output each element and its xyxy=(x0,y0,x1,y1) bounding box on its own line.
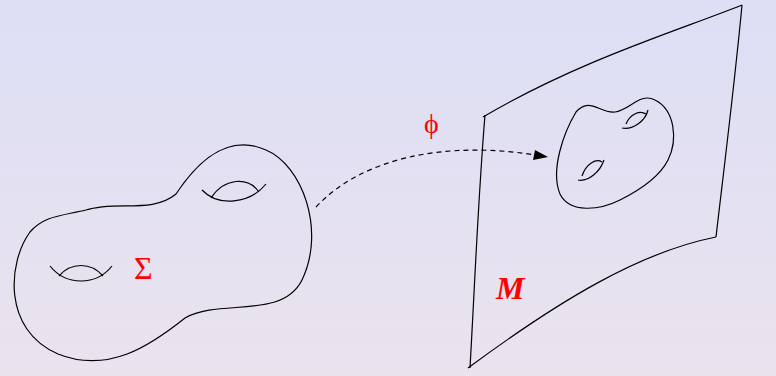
image-surface xyxy=(557,98,674,208)
manifold-symbol: M xyxy=(496,272,524,304)
genus-two-surface xyxy=(14,145,312,361)
surface-hole xyxy=(211,181,259,198)
arrow-head xyxy=(533,150,548,160)
surface-hole xyxy=(626,112,646,124)
map-arrow xyxy=(316,150,536,207)
manifold-sheet-edge xyxy=(470,115,485,368)
manifold-sheet-edge xyxy=(483,5,742,117)
surface-hole xyxy=(582,161,602,176)
surface-hole xyxy=(622,110,648,128)
map-symbol: ϕ xyxy=(424,110,439,138)
manifold-sheet-edge xyxy=(468,237,716,368)
surface-symbol: Σ xyxy=(134,252,153,284)
manifold-sheet-edge xyxy=(716,5,742,237)
surface-hole xyxy=(59,266,103,277)
surface-hole xyxy=(578,160,604,180)
surface-hole xyxy=(50,266,112,281)
surface-hole xyxy=(202,184,266,201)
